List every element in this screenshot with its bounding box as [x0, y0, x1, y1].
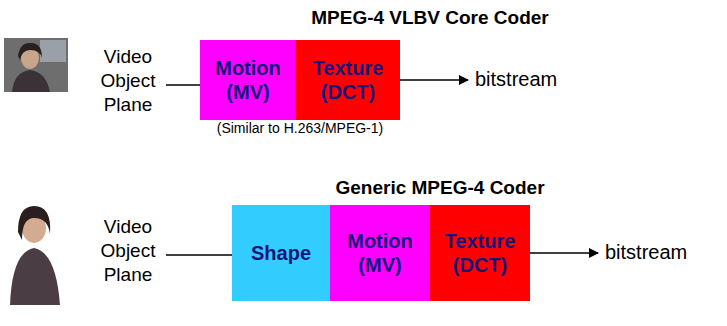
output-label: bitstream [475, 67, 585, 92]
section-heading: Generic MPEG-4 Coder [210, 176, 670, 200]
box-label: Motion (MV) [334, 229, 426, 277]
input-line [166, 84, 200, 86]
input-label: Video Object Plane [90, 45, 166, 116]
output-arrow [530, 252, 598, 254]
box-label: Shape [251, 241, 311, 265]
shape-box: Shape [232, 205, 330, 301]
texture-box: Texture (DCT) [430, 205, 530, 301]
input-line [166, 254, 232, 256]
box-label: Motion (MV) [204, 56, 292, 104]
box-label: Texture (DCT) [434, 229, 526, 277]
motion-box: Motion (MV) [200, 40, 296, 120]
video-object-photo [10, 206, 60, 305]
note-text: (Similar to H.263/MPEG-1) [190, 120, 410, 138]
input-label: Video Object Plane [90, 215, 166, 286]
section-heading: MPEG-4 VLBV Core Coder [200, 6, 660, 30]
box-label: Texture (DCT) [300, 56, 396, 104]
output-label: bitstream [605, 240, 721, 265]
video-frame-photo [4, 38, 68, 92]
output-arrow [400, 79, 468, 81]
motion-box: Motion (MV) [330, 205, 430, 301]
texture-box: Texture (DCT) [296, 40, 400, 120]
